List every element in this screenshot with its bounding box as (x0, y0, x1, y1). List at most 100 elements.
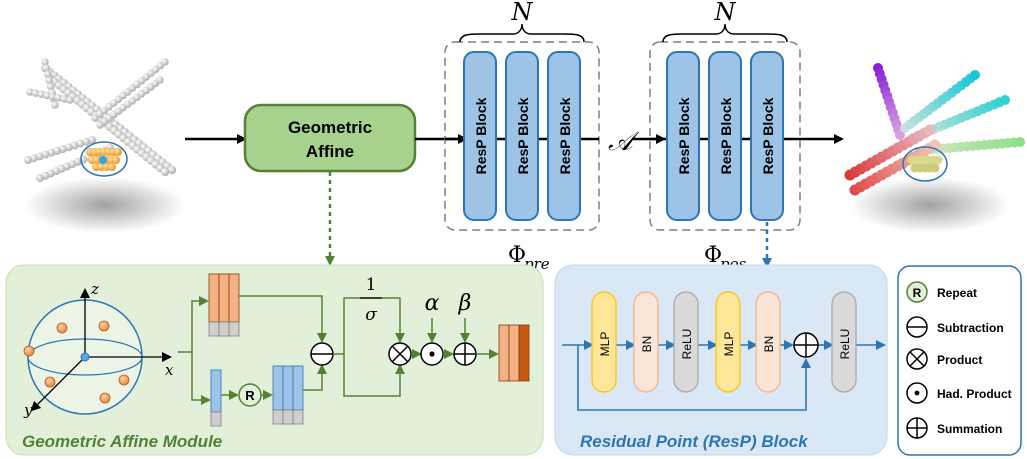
center-point (99, 156, 107, 164)
n-brace (459, 23, 585, 43)
point-sphere (44, 70, 52, 79)
resp-block: ResP Block (708, 51, 742, 221)
resp-block: ResP Block (505, 51, 539, 221)
n-label: N (511, 0, 534, 26)
point-sphere (43, 91, 51, 100)
point-sphere (161, 58, 169, 66)
neighbor-features-tensor (208, 273, 240, 337)
point-sphere (46, 82, 55, 91)
point-sphere (42, 64, 51, 72)
repeat-legend-symbol: R (913, 286, 922, 300)
repeat-icon: R (906, 281, 928, 303)
geometric-affine-module-panel: z x y R (5, 264, 544, 456)
resp-block-label: ResP Block (473, 97, 489, 174)
axis-y-label: y (23, 401, 33, 419)
resp-block: ResP Block (463, 51, 497, 221)
alpha-label: α (425, 291, 440, 316)
affine-symbol: 𝒜 (608, 127, 640, 157)
point-sphere (160, 167, 170, 177)
resp-layer-relu: ReLU (673, 291, 699, 393)
n-label: N (714, 0, 737, 26)
hadamard-product-node (420, 342, 444, 366)
point-sphere (51, 101, 59, 109)
point-sphere (156, 76, 164, 84)
subtraction-icon (906, 316, 928, 338)
layer-label: BN (762, 336, 776, 353)
point-sphere (24, 156, 32, 164)
point-sphere (114, 148, 122, 156)
subtraction-node (310, 342, 334, 366)
point-sphere (970, 70, 980, 80)
summation-icon (906, 417, 928, 439)
fraction-denominator: σ (365, 305, 377, 325)
point-sphere (60, 95, 69, 103)
point-sphere (112, 156, 120, 164)
point-sphere (54, 93, 63, 102)
phi-pre-symbol: Φ (508, 243, 526, 268)
layer-label: MLP (598, 332, 612, 357)
layer-label: ReLU (680, 329, 694, 360)
product-node (388, 342, 412, 366)
point-sphere (45, 76, 54, 85)
resp-block-label: ResP Block (718, 97, 734, 174)
point-sphere (108, 163, 116, 171)
resp-block-label: ResP Block (557, 97, 573, 174)
layer-label: MLP (722, 332, 736, 357)
axis-x-label: x (165, 361, 174, 379)
point-sphere (31, 89, 40, 97)
geometric-affine-label-1: Geometric (288, 118, 372, 137)
legend-label: Product (937, 353, 982, 367)
point-sphere (49, 92, 57, 101)
resp-block-label: ResP Block (676, 97, 692, 174)
resp-block: ResP Block (750, 51, 784, 221)
resp-layer-relu: ReLU (831, 291, 857, 393)
geometric-affine-box: Geometric Affine (243, 103, 417, 173)
input-point-cloud-image (24, 58, 185, 233)
resp-block: ResP Block (547, 51, 581, 221)
centroid-feature-vector (210, 369, 222, 427)
layer-label: ReLU (838, 329, 852, 360)
resp-layer-bn: BN (755, 291, 781, 393)
highlight-circle (902, 146, 948, 182)
repeat-node: R (238, 383, 262, 407)
n-brace (662, 23, 788, 43)
residual-summation-node (793, 332, 819, 358)
point-sphere (1000, 95, 1010, 105)
legend-label: Subtraction (937, 321, 1004, 335)
repeat-symbol: R (245, 388, 255, 403)
resp-layer-mlp: MLP (715, 291, 741, 393)
output-point-cloud-image (844, 63, 1025, 233)
resp-block-title: Residual Point (ResP) Block (580, 432, 809, 451)
resp-block-label: ResP Block (515, 97, 531, 174)
resp-layer-bn: BN (633, 291, 659, 393)
pos-stage: N ResP Block ResP Block ResP Block Φ pos (649, 0, 801, 273)
point-sphere (1015, 137, 1025, 147)
phi-pos-symbol: Φ (704, 243, 722, 268)
point-sphere (924, 124, 936, 136)
point-sphere (26, 88, 34, 96)
point-sphere (933, 155, 943, 165)
legend-label: Had. Product (937, 387, 1012, 401)
point-sphere (167, 165, 177, 175)
resp-block-panel: MLP BN ReLU MLP BN ReLU Residual Point (… (554, 264, 888, 456)
layer-label: BN (640, 336, 654, 353)
resp-layer-mlp: MLP (591, 291, 617, 393)
point-sphere (66, 96, 74, 104)
repeated-centroid-tensor (272, 365, 304, 425)
point-sphere (41, 58, 49, 66)
summation-node (453, 342, 477, 366)
beta-label: β (458, 291, 472, 316)
hadamard-icon (906, 382, 928, 404)
legend-label: Repeat (937, 286, 977, 300)
point-sphere (37, 90, 46, 99)
sphere-icon: z x y (23, 280, 174, 419)
resp-block-label: ResP Block (760, 97, 776, 174)
geometric-affine-label-2: Affine (306, 142, 354, 161)
pre-stage: N ResP Block ResP Block ResP Block Φ pre (444, 0, 600, 273)
geometric-affine-module-title: Geometric Affine Module (22, 432, 222, 451)
operator-legend: R Repeat Subtraction Product Had. Produc… (897, 265, 1022, 456)
point-sphere (895, 130, 905, 140)
output-features-tensor (498, 324, 530, 382)
legend-label: Summation (937, 422, 1002, 436)
axis-z-label: z (90, 280, 99, 298)
